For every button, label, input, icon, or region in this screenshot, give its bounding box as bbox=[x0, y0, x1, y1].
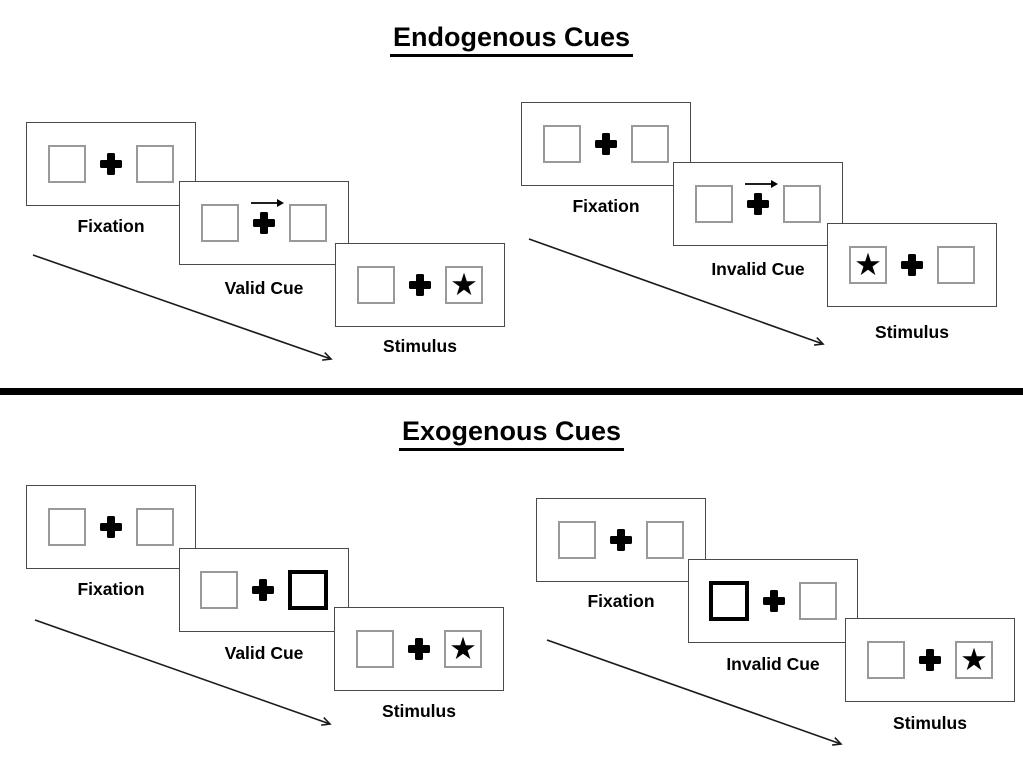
right-placeholder-box bbox=[799, 582, 837, 620]
stimulus-panel: ★ bbox=[827, 223, 997, 307]
left-placeholder-box bbox=[357, 266, 395, 304]
left-placeholder-box bbox=[200, 571, 238, 609]
fixation-panel bbox=[26, 122, 196, 206]
fixation-cross-icon bbox=[408, 638, 430, 660]
right-placeholder-box bbox=[937, 246, 975, 284]
right-placeholder-box bbox=[289, 204, 327, 242]
right-placeholder-box bbox=[136, 508, 174, 546]
fixation-panel bbox=[536, 498, 706, 582]
fixation-cross-icon bbox=[901, 254, 923, 276]
fixation-panel bbox=[521, 102, 691, 186]
stimulus-panel: ★ bbox=[335, 243, 505, 327]
stimulus-panel: ★ bbox=[845, 618, 1015, 702]
right-placeholder-box bbox=[631, 125, 669, 163]
right-placeholder-box bbox=[136, 145, 174, 183]
target-star-icon: ★ bbox=[449, 630, 477, 666]
cue-arrow-icon bbox=[745, 180, 778, 188]
section-divider bbox=[0, 388, 1023, 395]
cue-panel bbox=[179, 548, 349, 632]
bold-cue-box bbox=[709, 581, 749, 621]
panel-label: Fixation bbox=[572, 196, 640, 216]
target-star-icon: ★ bbox=[450, 266, 478, 302]
panel-label: Stimulus bbox=[383, 336, 457, 356]
panel-label: Valid Cue bbox=[224, 278, 304, 298]
target-star-box: ★ bbox=[955, 641, 993, 679]
bold-cue-box bbox=[288, 570, 328, 610]
panel-label: Stimulus bbox=[875, 322, 949, 342]
cue-panel bbox=[688, 559, 858, 643]
section-title-text: Exogenous Cues bbox=[398, 416, 625, 451]
cue-panel bbox=[673, 162, 843, 246]
fixation-cross-icon bbox=[919, 649, 941, 671]
fixation-cross-icon bbox=[409, 274, 431, 296]
panel-label: Fixation bbox=[77, 579, 145, 599]
right-placeholder-box bbox=[646, 521, 684, 559]
target-star-icon: ★ bbox=[854, 246, 882, 282]
panel-label: Stimulus bbox=[893, 713, 967, 733]
panel-label: Stimulus bbox=[382, 701, 456, 721]
left-placeholder-box bbox=[48, 508, 86, 546]
timeline-arrow bbox=[528, 238, 825, 346]
timeline-arrow bbox=[34, 619, 332, 726]
fixation-cross-icon bbox=[100, 153, 122, 175]
cue-panel bbox=[179, 181, 349, 265]
panel-label: Invalid Cue bbox=[711, 259, 805, 279]
target-star-box: ★ bbox=[849, 246, 887, 284]
fixation-cross-icon bbox=[610, 529, 632, 551]
left-placeholder-box bbox=[356, 630, 394, 668]
panel-label: Valid Cue bbox=[224, 643, 304, 663]
left-placeholder-box bbox=[867, 641, 905, 679]
left-placeholder-box bbox=[695, 185, 733, 223]
target-star-box: ★ bbox=[445, 266, 483, 304]
left-placeholder-box bbox=[201, 204, 239, 242]
target-star-icon: ★ bbox=[960, 641, 988, 677]
fixation-cross-icon bbox=[251, 199, 284, 234]
fixation-cross-icon bbox=[745, 180, 778, 215]
timeline-arrow bbox=[32, 254, 333, 361]
left-placeholder-box bbox=[48, 145, 86, 183]
fixation-panel bbox=[26, 485, 196, 569]
cue-arrow-icon bbox=[251, 199, 284, 207]
panel-label: Fixation bbox=[77, 216, 145, 236]
target-star-box: ★ bbox=[444, 630, 482, 668]
fixation-cross-icon bbox=[595, 133, 617, 155]
right-placeholder-box bbox=[783, 185, 821, 223]
section-title-endogenous: Endogenous Cues bbox=[0, 22, 1023, 57]
fixation-cross-icon bbox=[763, 590, 785, 612]
left-placeholder-box bbox=[558, 521, 596, 559]
left-placeholder-box bbox=[543, 125, 581, 163]
section-title-exogenous: Exogenous Cues bbox=[0, 416, 1023, 451]
panel-label: Fixation bbox=[587, 591, 655, 611]
fixation-cross-icon bbox=[252, 579, 274, 601]
fixation-cross-icon bbox=[100, 516, 122, 538]
stimulus-panel: ★ bbox=[334, 607, 504, 691]
panel-label: Invalid Cue bbox=[726, 654, 820, 674]
section-title-text: Endogenous Cues bbox=[389, 22, 633, 57]
